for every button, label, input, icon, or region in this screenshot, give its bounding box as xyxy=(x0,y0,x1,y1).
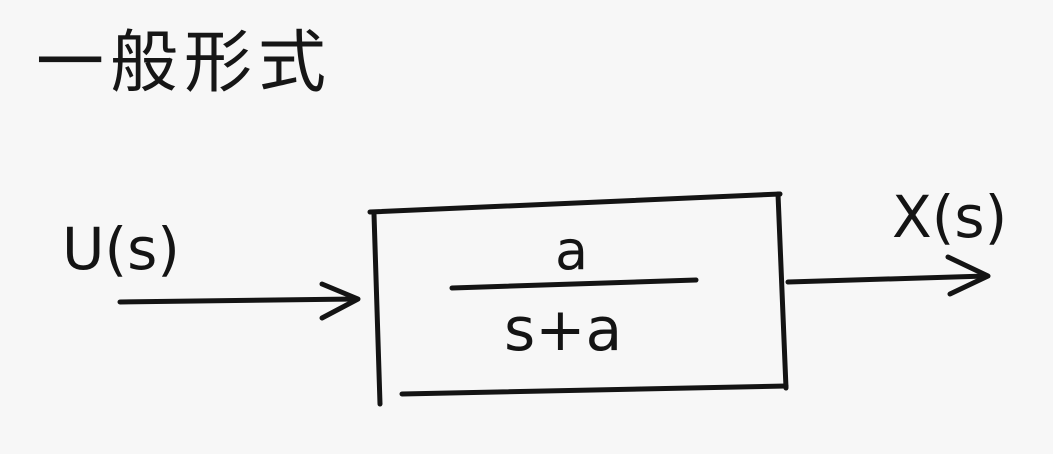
block-right-edge xyxy=(775,191,789,391)
block-left-edge xyxy=(371,211,383,407)
transfer-denominator: s+a xyxy=(504,295,623,365)
output-arrow-head xyxy=(945,254,991,297)
fraction-bar xyxy=(449,277,699,291)
input-signal-label: U(s) xyxy=(62,215,180,283)
transfer-numerator: a xyxy=(555,219,589,282)
input-arrow-line xyxy=(117,296,359,305)
title-label: 一般形式 xyxy=(36,24,333,103)
block-bottom-edge xyxy=(399,383,789,397)
output-arrow-line xyxy=(785,273,989,285)
output-signal-label: X(s) xyxy=(892,183,1008,251)
block-top-edge xyxy=(367,191,783,215)
input-arrow-head xyxy=(319,281,361,321)
